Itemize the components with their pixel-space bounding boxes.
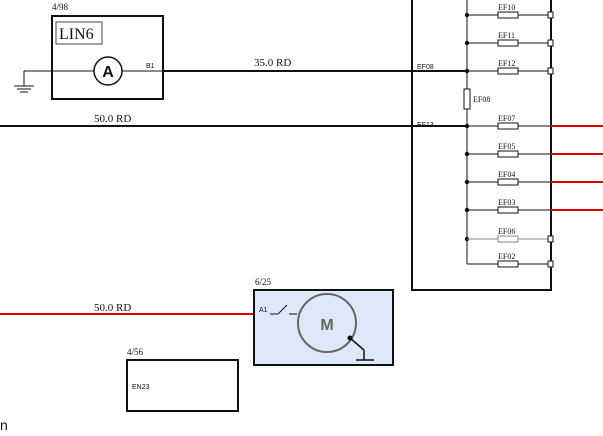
switch-icon [270,304,297,315]
wire-middle-label: 50.0 RD [94,113,131,125]
motor-pin: A1 [259,307,268,314]
fuse-box: EF08 EF13 EF08 EF10 EF11 EF12 [411,0,603,291]
ammeter-name-frame [55,21,103,45]
fuse-label: EF12 [498,59,515,68]
wire-top-label: 35.0 RD [254,57,291,69]
edge-glyph: n [0,417,8,433]
ammeter-pin: B1 [146,63,155,70]
ground-icon [14,85,34,93]
fuse-row: EF10 [464,3,554,19]
fuse-label: EF07 [498,114,515,123]
fuse-entry-middle: EF13 [417,122,434,129]
motor-ref: 6/25 [255,277,272,287]
fuse-label: EF11 [498,31,515,40]
motor-icon [297,293,357,353]
module-box [126,359,239,412]
ammeter-ref: 4/98 [52,2,69,12]
vertical-fuse [463,88,471,110]
fuse-label: EF04 [498,170,515,179]
wires: 35.0 RD 50.0 RD 50.0 RD [0,57,467,315]
fuse-box-outline [411,0,552,291]
fuse-row: EF06 [464,227,554,243]
fuse-entry-top: EF08 [417,64,434,71]
fuse-label: EF06 [498,227,515,236]
motor-component: 6/25 A1 M [253,277,394,366]
fuse-label: EF02 [498,252,515,261]
fuse-row: EF12 [464,59,554,75]
fuse-label: EF05 [498,142,515,151]
fuse-row: EF05 [464,142,603,158]
fuse-label: EF10 [498,3,515,12]
fuse-label: EF03 [498,198,515,207]
motor-symbol: M [320,317,333,334]
fuse-row: EF07 [464,114,603,130]
fuse-row: EF03 [464,198,603,214]
ammeter-name: LIN6 [59,26,94,43]
fuse-row: EF02 [467,252,554,268]
fuse-row: EF04 [464,170,603,186]
module-component: 4/56 EN23 [126,347,239,412]
ammeter-symbol: A [102,64,114,81]
module-name: EN23 [132,384,150,391]
fuse-row: EF11 [464,31,554,47]
motor-ground-icon [347,335,374,361]
ammeter-component: 4/98 LIN6 A B1 [14,2,164,100]
module-ref: 4/56 [127,347,144,357]
vertical-fuse-label: EF08 [473,95,490,104]
wire-bottom-label: 50.0 RD [94,302,131,314]
